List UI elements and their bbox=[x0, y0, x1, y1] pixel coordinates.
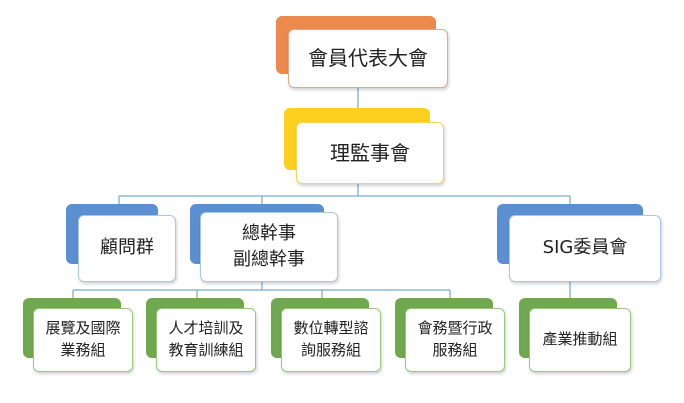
node-card: 會員代表大會 bbox=[288, 29, 448, 88]
node-card: 會務暨行政 服務組 bbox=[405, 308, 505, 372]
node-card: 顧問群 bbox=[78, 215, 176, 282]
node-label-line2: 業務組 bbox=[60, 341, 106, 359]
node-advisors: 顧問群 bbox=[66, 204, 176, 282]
node-label-line2: 教育訓練組 bbox=[168, 341, 244, 359]
node-card: 產業推動組 bbox=[529, 308, 631, 372]
node-board: 理監事會 bbox=[284, 108, 444, 184]
node-label-line1: 人才培訓及 bbox=[168, 319, 244, 338]
node-sig-committee: SIG委員會 bbox=[497, 204, 661, 282]
node-talent-training: 人才培訓及 教育訓練組 bbox=[146, 298, 258, 374]
node-industry-promotion: 產業推動組 bbox=[519, 298, 631, 374]
node-label: 理監事會 bbox=[330, 140, 410, 165]
node-label-line1: 總幹事 bbox=[242, 222, 296, 244]
node-label-line2: 副總幹事 bbox=[233, 249, 305, 270]
node-card: 人才培訓及 教育訓練組 bbox=[156, 308, 256, 372]
node-label: 產業推動組 bbox=[542, 330, 618, 349]
node-label-line2: 服務組 bbox=[432, 341, 478, 359]
node-digital-consulting: 數位轉型諮 詢服務組 bbox=[271, 298, 383, 374]
node-label: 會員代表大會 bbox=[308, 46, 428, 70]
node-secretary-general: 總幹事 副總幹事 bbox=[190, 204, 338, 282]
node-member-assembly: 會員代表大會 bbox=[276, 16, 448, 88]
node-label: SIG委員會 bbox=[542, 237, 628, 259]
node-label-line2: 詢服務組 bbox=[300, 341, 361, 359]
node-card: 理監事會 bbox=[296, 122, 444, 184]
node-label-line1: 展覽及國際 bbox=[45, 319, 121, 338]
node-card: SIG委員會 bbox=[509, 215, 661, 282]
node-label: 顧問群 bbox=[100, 237, 154, 259]
node-label-line1: 會務暨行政 bbox=[417, 319, 493, 338]
node-expo-international: 展覽及國際 業務組 bbox=[23, 298, 135, 374]
node-card: 數位轉型諮 詢服務組 bbox=[281, 308, 381, 372]
node-admin-services: 會務暨行政 服務組 bbox=[395, 298, 507, 374]
node-label-line1: 數位轉型諮 bbox=[293, 319, 369, 338]
node-card: 總幹事 副總幹事 bbox=[200, 212, 338, 282]
node-card: 展覽及國際 業務組 bbox=[33, 308, 133, 372]
